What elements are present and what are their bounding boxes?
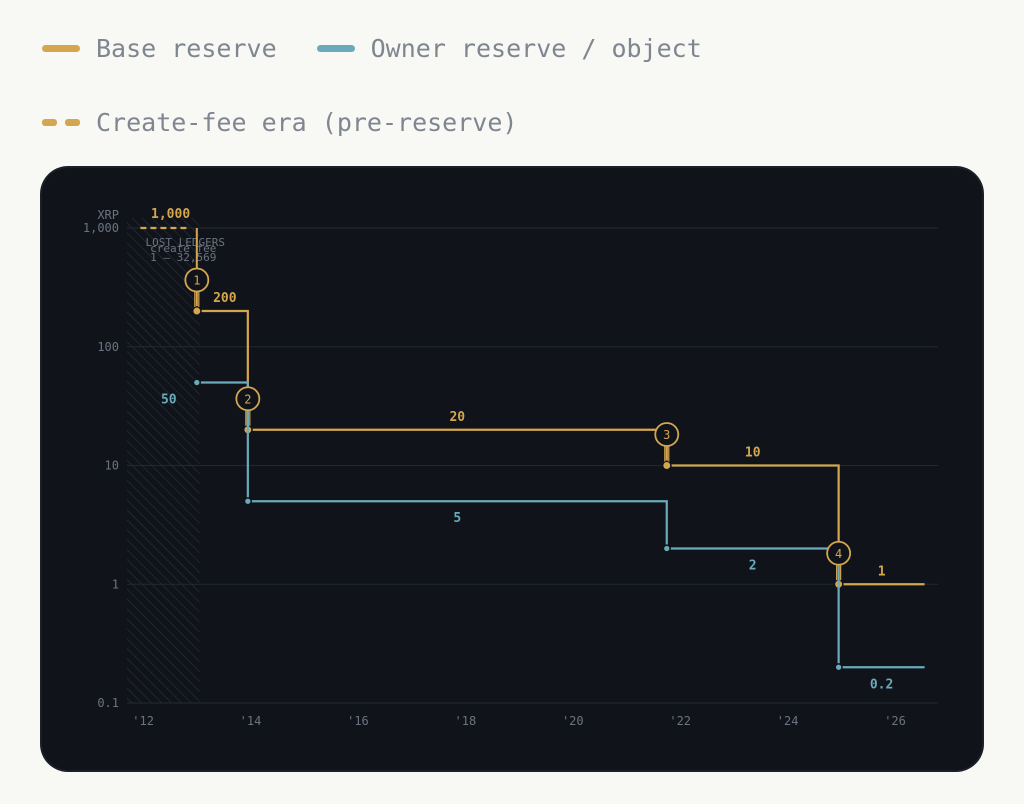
legend-row-2: Create-fee era (pre-reserve) — [42, 108, 557, 137]
data-label: 0.2 — [870, 677, 893, 692]
step-point — [243, 497, 252, 506]
legend-item-create-fee: Create-fee era (pre-reserve) — [42, 108, 517, 137]
event-marker — [235, 386, 261, 412]
data-label: 2 — [749, 559, 757, 574]
lost-ledgers-range: 1 – 32,569 — [150, 251, 216, 264]
x-tick-label: '12 — [132, 714, 154, 728]
legend-label-create-fee: Create-fee era (pre-reserve) — [96, 108, 518, 137]
legend-swatch-base — [42, 45, 80, 52]
step-point — [661, 460, 672, 471]
data-label: 5 — [453, 511, 461, 526]
step-point — [834, 663, 843, 672]
y-tick-label: 0.1 — [97, 696, 119, 710]
series-line-base-reserve — [196, 309, 925, 586]
lost-ledgers-subtitle: create fee — [150, 242, 216, 255]
create-fee-label: 1,000 — [151, 207, 190, 222]
event-marker-label: 1 — [193, 274, 200, 288]
x-tick-label: '16 — [347, 714, 369, 728]
x-tick-label: '26 — [884, 714, 906, 728]
legend-item-base-reserve: Base reserve — [42, 34, 277, 63]
data-label: 200 — [213, 291, 237, 306]
x-tick-label: '20 — [562, 714, 584, 728]
legend-label-base: Base reserve — [96, 34, 277, 63]
event-marker-label: 2 — [244, 392, 251, 406]
step-point — [192, 378, 201, 387]
data-label: 10 — [745, 446, 761, 461]
event-marker-label: 4 — [835, 547, 842, 561]
y-tick-label: 1 — [112, 577, 119, 591]
event-marker — [826, 540, 852, 566]
legend-label-owner: Owner reserve / object — [370, 34, 702, 63]
step-point — [191, 306, 202, 316]
event-marker — [654, 422, 680, 447]
x-tick-label: '14 — [240, 714, 262, 728]
data-label: 20 — [449, 410, 465, 425]
y-axis-label: XRP — [97, 208, 119, 222]
legend-row-1: Base reserve Owner reserve / object — [42, 34, 742, 63]
legend-swatch-owner — [316, 45, 355, 52]
lost-ledgers-region — [127, 218, 200, 703]
x-tick-label: '22 — [669, 714, 691, 728]
x-tick-label: '24 — [777, 714, 799, 728]
y-tick-label: 10 — [105, 459, 119, 473]
series-line-owner-reserve — [196, 381, 925, 669]
x-tick-label: '18 — [455, 714, 477, 728]
step-point — [662, 544, 671, 553]
lost-ledgers-title: LOST LEDGERS — [146, 236, 225, 249]
event-marker-label: 3 — [663, 428, 670, 442]
data-label: 50 — [161, 392, 177, 407]
y-tick-label: 1,000 — [83, 221, 119, 235]
event-marker — [184, 267, 210, 293]
legend-swatch-create-fee — [42, 119, 80, 126]
data-label: 1 — [878, 564, 886, 579]
reserve-chart: 0.11101001,000XRP'12'14'16'18'20'22'24'2… — [83, 207, 938, 728]
legend-item-owner-reserve: Owner reserve / object — [316, 34, 702, 63]
y-tick-label: 100 — [97, 340, 119, 354]
